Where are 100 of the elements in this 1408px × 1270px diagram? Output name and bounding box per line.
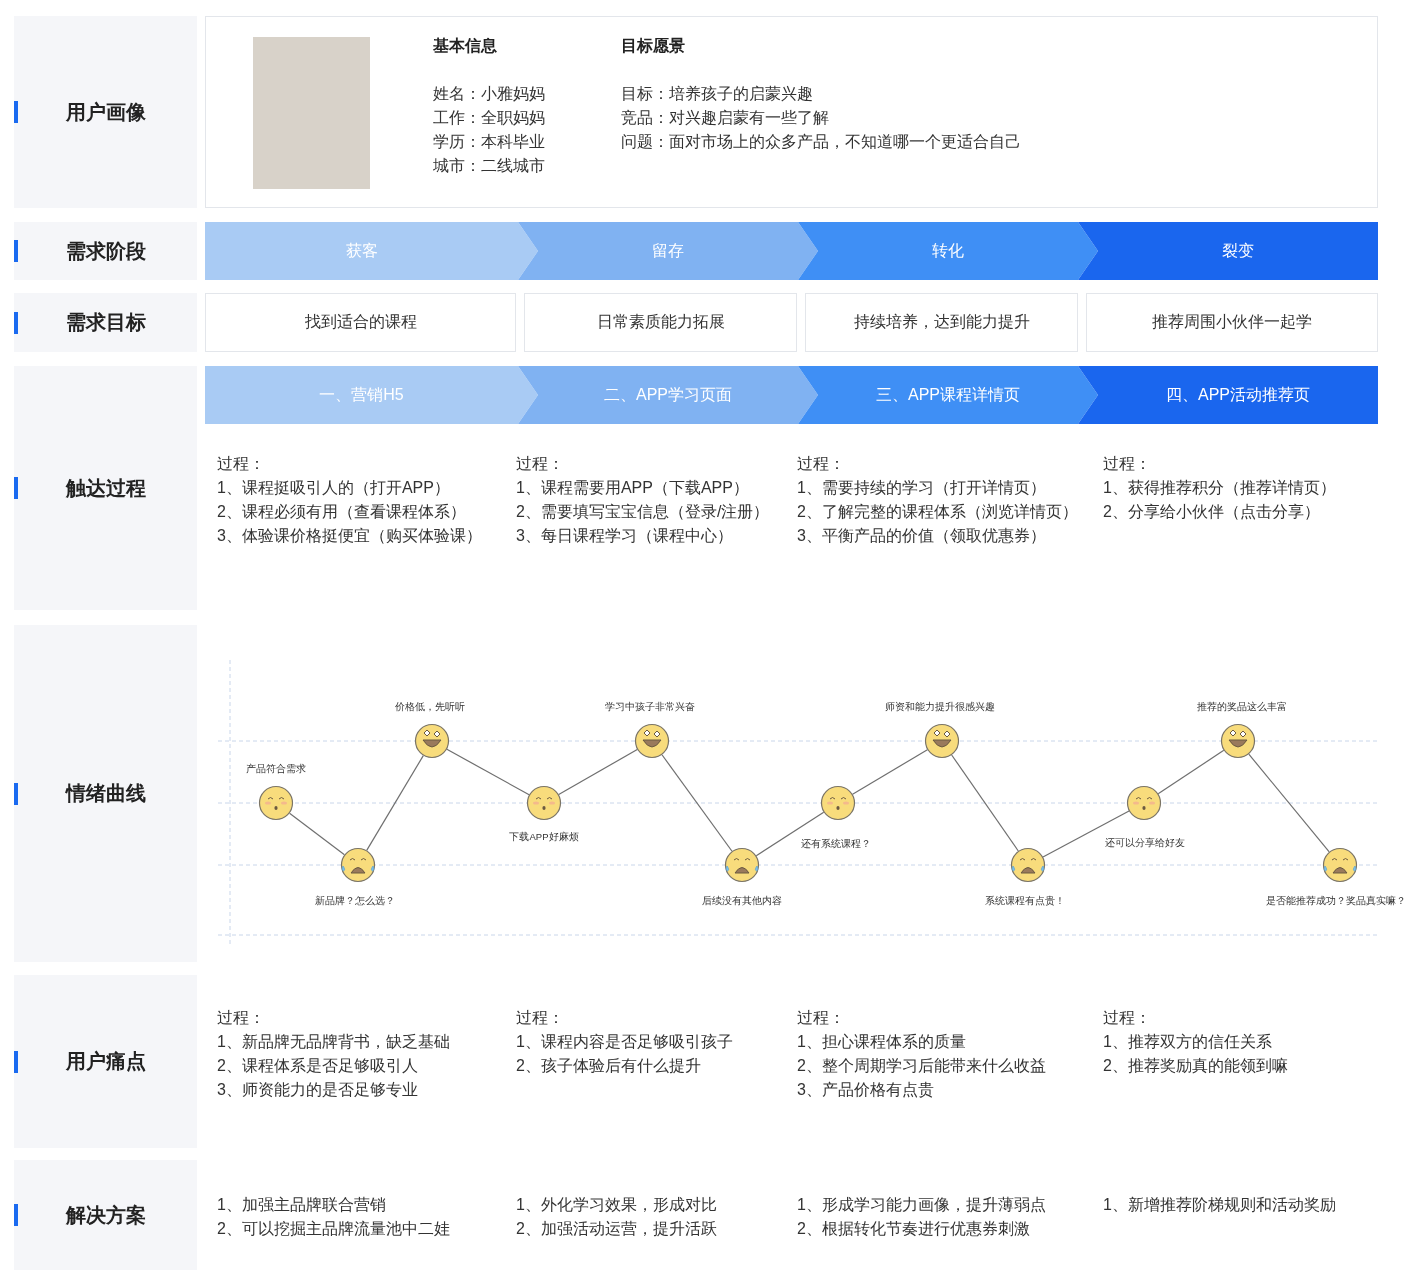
process-text: 2、整个周期学习后能带来什么收益: [797, 1056, 1046, 1076]
process-text: 2、课程体系是否足够吸引人: [217, 1056, 418, 1076]
process-text: 2、推荐奖励真的能领到嘛: [1103, 1056, 1288, 1076]
calm-face-icon: [820, 785, 856, 821]
emotion-label: 还有系统课程？: [801, 838, 871, 850]
row-label: 需求目标: [14, 293, 197, 352]
process-text: 过程：: [1103, 454, 1151, 474]
laughing-face-icon: [1220, 723, 1256, 759]
profile-text: 工作：全职妈妈: [433, 108, 545, 128]
curve-line: [852, 749, 928, 795]
process-text: 过程：: [516, 454, 564, 474]
crying-face-icon: [1010, 847, 1046, 883]
emotion-label: 师资和能力提升很感兴趣: [885, 701, 995, 713]
process-text: 1、担心课程体系的质量: [797, 1032, 966, 1052]
emotion-label: 还可以分享给好友: [1105, 837, 1185, 849]
process-text: 过程：: [1103, 1008, 1151, 1028]
process-text: 1、形成学习能力画像，提升薄弱点: [797, 1195, 1046, 1215]
row-label: 需求阶段: [14, 222, 197, 280]
process-text: 2、分享给小伙伴（点击分享）: [1103, 502, 1320, 522]
process-text: 2、需要填写宝宝信息（登录/注册）: [516, 502, 770, 522]
row-label: 用户画像: [14, 16, 197, 208]
emotion-label: 新品牌？怎么选？: [315, 895, 395, 907]
process-text: 1、课程挺吸引人的（打开APP）: [217, 478, 450, 498]
curve-line: [755, 811, 825, 857]
emotion-label: 价格低，先听听: [395, 701, 465, 713]
process-text: 2、可以挖掘主品牌流量池中二娃: [217, 1219, 450, 1239]
process-text: 1、需要持续的学习（打开详情页）: [797, 478, 1046, 498]
stage-banner: 留存: [518, 222, 818, 280]
curve-line: [288, 812, 346, 856]
curve-line: [1248, 753, 1330, 853]
curve-line: [1157, 749, 1225, 795]
process-text: 3、体验课价格挺便宜（购买体验课）: [217, 526, 482, 546]
crying-face-icon: [724, 847, 760, 883]
emotion-label: 是否能推荐成功？奖品真实嘛？: [1266, 895, 1406, 907]
process-text: 1、课程内容是否足够吸引孩子: [516, 1032, 733, 1052]
laughing-face-icon: [924, 723, 960, 759]
emotion-label: 推荐的奖品这么丰富: [1197, 701, 1287, 713]
profile-text: 问题：面对市场上的众多产品，不知道哪一个更适合自己: [621, 132, 1021, 152]
section-heading: 目标愿景: [621, 36, 685, 56]
process-text: 1、外化学习效果，形成对比: [516, 1195, 717, 1215]
process-text: 2、课程必须有用（查看课程体系）: [217, 502, 466, 522]
process-text: 3、平衡产品的价值（领取优惠券）: [797, 526, 1046, 546]
process-text: 过程：: [217, 1008, 265, 1028]
curve-line: [446, 748, 530, 796]
section-heading: 基本信息: [433, 36, 497, 56]
process-text: 2、孩子体验后有什么提升: [516, 1056, 701, 1076]
crying-face-icon: [340, 847, 376, 883]
process-text: 3、每日课程学习（课程中心）: [516, 526, 733, 546]
process-text: 1、获得推荐积分（推荐详情页）: [1103, 478, 1336, 498]
goal-box: 日常素质能力拓展: [524, 293, 797, 352]
goal-box: 找到适合的课程: [205, 293, 516, 352]
process-text: 过程：: [797, 1008, 845, 1028]
goal-box: 持续培养，达到能力提升: [805, 293, 1078, 352]
emotion-label: 下载APP好麻烦: [509, 831, 579, 843]
calm-face-icon: [1126, 785, 1162, 821]
curve-line: [661, 754, 733, 852]
emotion-label: 后续没有其他内容: [702, 895, 782, 907]
stage-banner: 三、APP课程详情页: [798, 366, 1098, 424]
process-text: 1、加强主品牌联合营销: [217, 1195, 386, 1215]
profile-text: 姓名：小雅妈妈: [433, 84, 545, 104]
process-text: 1、推荐双方的信任关系: [1103, 1032, 1272, 1052]
row-label: 触达过程: [14, 366, 197, 610]
process-text: 1、新增推荐阶梯规则和活动奖励: [1103, 1195, 1336, 1215]
process-text: 3、产品价格有点贵: [797, 1080, 934, 1100]
stage-banner: 四、APP活动推荐页: [1078, 366, 1378, 424]
row-label: 情绪曲线: [14, 625, 197, 962]
process-text: 1、课程需要用APP（下载APP）: [516, 478, 749, 498]
calm-face-icon: [526, 785, 562, 821]
row-label: 用户痛点: [14, 975, 197, 1148]
stage-banner: 一、营销H5: [205, 366, 538, 424]
process-text: 2、了解完整的课程体系（浏览详情页）: [797, 502, 1078, 522]
curve-line: [558, 748, 638, 796]
goal-box: 推荐周围小伙伴一起学: [1086, 293, 1378, 352]
process-text: 2、根据转化节奏进行优惠券刺激: [797, 1219, 1030, 1239]
curve-line: [366, 755, 424, 851]
emotion-label: 系统课程有点贵！: [985, 895, 1065, 907]
crying-face-icon: [1322, 847, 1358, 883]
process-text: 过程：: [217, 454, 265, 474]
calm-face-icon: [258, 785, 294, 821]
stage-banner: 转化: [798, 222, 1098, 280]
process-text: 3、师资能力的是否足够专业: [217, 1080, 418, 1100]
process-text: 过程：: [797, 454, 845, 474]
emotion-label: 产品符合需求: [246, 763, 306, 775]
stage-banner: 二、APP学习页面: [518, 366, 818, 424]
emotion-label: 学习中孩子非常兴奋: [605, 701, 695, 713]
process-text: 过程：: [516, 1008, 564, 1028]
row-label: 解决方案: [14, 1160, 197, 1270]
process-text: 2、加强活动运营，提升活跃: [516, 1219, 717, 1239]
profile-card: [205, 16, 1378, 208]
profile-text: 目标：培养孩子的启蒙兴趣: [621, 84, 813, 104]
laughing-face-icon: [414, 723, 450, 759]
process-text: 1、新品牌无品牌背书，缺乏基础: [217, 1032, 450, 1052]
profile-text: 学历：本科毕业: [433, 132, 545, 152]
stage-banner: 裂变: [1078, 222, 1378, 280]
profile-text: 竞品：对兴趣启蒙有一些了解: [621, 108, 829, 128]
curve-line: [1042, 810, 1130, 858]
laughing-face-icon: [634, 723, 670, 759]
curve-line: [951, 754, 1019, 852]
profile-text: 城市：二线城市: [433, 156, 545, 176]
stage-banner: 获客: [205, 222, 538, 280]
